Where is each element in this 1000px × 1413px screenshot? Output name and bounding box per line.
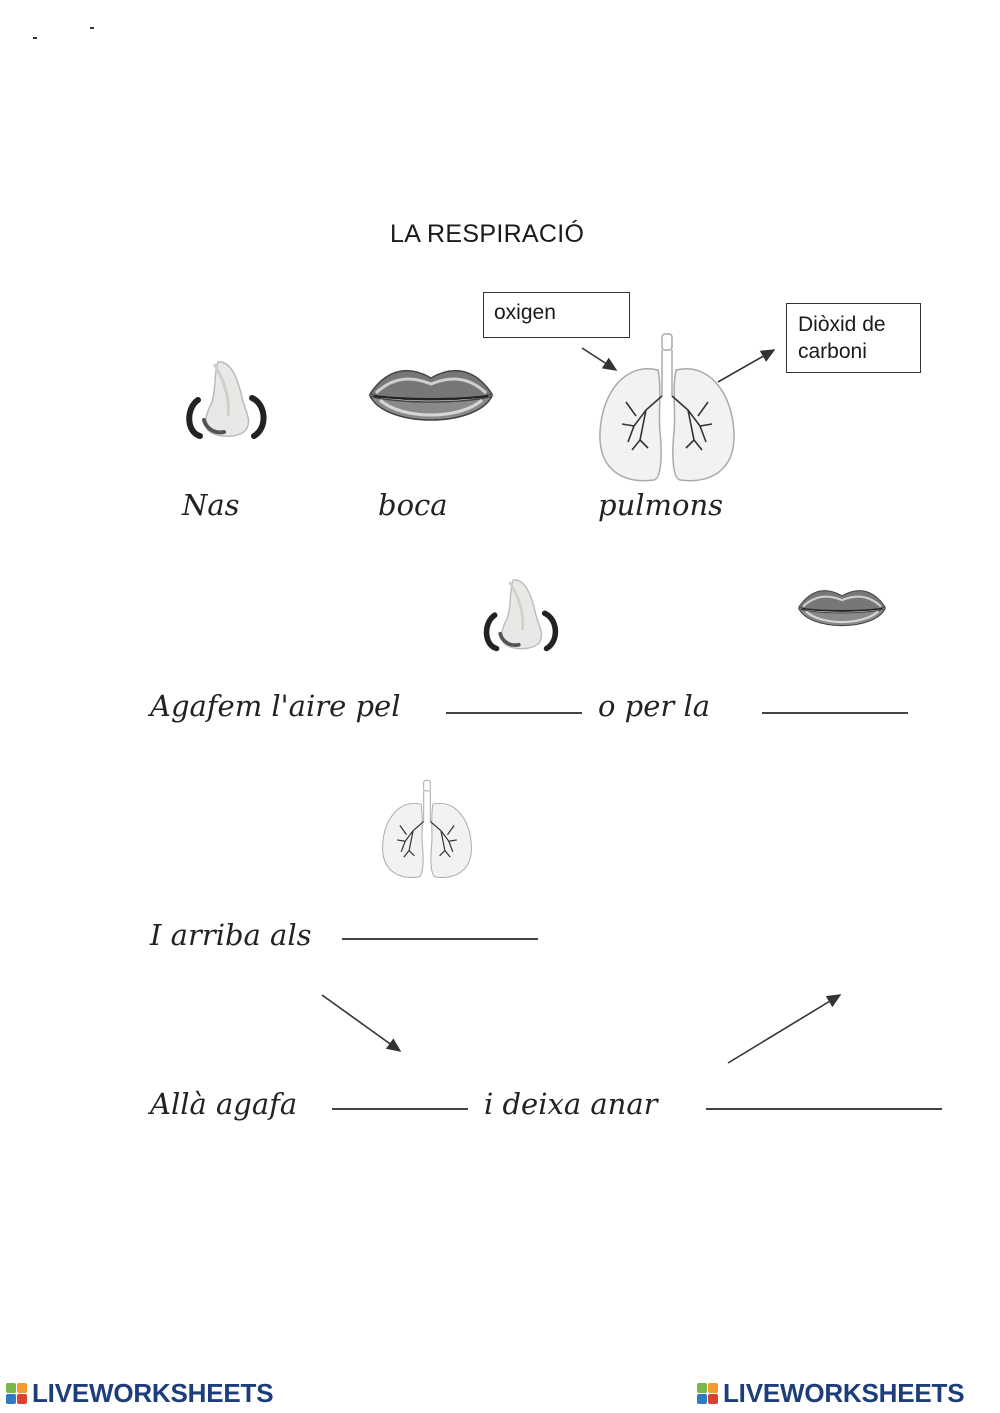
lungs-icon-small <box>382 779 472 878</box>
sentence3-middle: i deixa anar <box>484 1087 658 1121</box>
co2-label-box: Diòxid de carboni <box>786 303 921 373</box>
caption-lungs: pulmons <box>598 488 724 522</box>
sentence1-start: Agafem l'aire pel <box>150 689 401 723</box>
flow-arrows <box>321 994 842 1064</box>
lungs-icon <box>599 333 735 482</box>
diagram-arrows <box>581 347 776 383</box>
answer-field-1[interactable] <box>446 684 582 714</box>
answer-field-3[interactable] <box>342 910 538 940</box>
answer-field-4[interactable] <box>332 1080 468 1110</box>
lips-icon <box>368 369 494 421</box>
oxygen-label-box: oxigen <box>483 292 630 338</box>
arrow-in-icon <box>581 347 618 371</box>
brand-right-text: LIVEWORKSHEETS <box>723 1378 965 1408</box>
answer-field-2[interactable] <box>762 684 908 714</box>
oxygen-label: oxigen <box>494 301 556 324</box>
scan-speck <box>33 37 37 39</box>
caption-mouth: boca <box>378 488 448 522</box>
brand-left-text: LIVEWORKSHEETS <box>32 1378 274 1408</box>
lips-icon-small <box>797 590 887 626</box>
co2-label-line1: Diòxid de <box>798 313 886 336</box>
brand-right: LIVEWORKSHEETS <box>697 1378 965 1409</box>
page-title: LA RESPIRACIÓ <box>390 220 585 248</box>
brand-logo-icon <box>6 1383 27 1404</box>
arrow-down-icon <box>321 994 402 1052</box>
brand-logo-icon <box>697 1383 718 1404</box>
nose-icon <box>186 361 267 439</box>
brand-left: LIVEWORKSHEETS <box>6 1378 274 1409</box>
nose-icon-small <box>483 579 559 652</box>
co2-label-line2: carboni <box>798 340 867 363</box>
sentence2-start: I arriba als <box>150 918 312 952</box>
answer-field-5[interactable] <box>706 1080 942 1110</box>
scan-speck <box>90 27 94 29</box>
sentence3-start: Allà agafa <box>150 1087 298 1121</box>
arrow-out-icon <box>717 349 776 383</box>
caption-nose: Nas <box>182 488 240 522</box>
sentence1-middle: o per la <box>598 689 711 723</box>
arrow-up-icon <box>727 994 842 1064</box>
